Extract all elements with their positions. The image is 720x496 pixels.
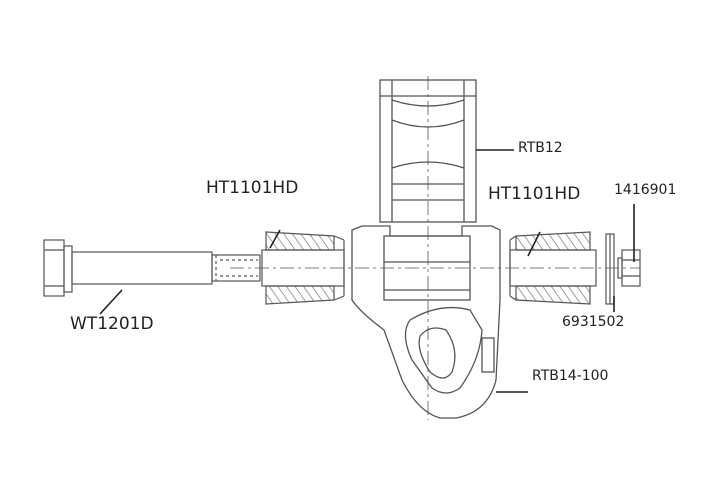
label-rtb12: RTB12 bbox=[518, 140, 563, 156]
washer-6931502 bbox=[605, 233, 615, 305]
bolt-wt1201d bbox=[43, 239, 640, 297]
bushing-left-ht1101hd bbox=[261, 231, 345, 305]
label-ht1101hd-left: HT1101HD bbox=[206, 178, 299, 198]
label-1416901: 1416901 bbox=[614, 182, 677, 198]
leader-ht-right bbox=[527, 231, 541, 257]
leader-lines bbox=[99, 149, 635, 393]
hanger-rtb14-100 bbox=[351, 225, 501, 419]
label-rtb14-100: RTB14-100 bbox=[532, 368, 609, 384]
nut-1416901 bbox=[617, 249, 641, 287]
label-wt1201d: WT1201D bbox=[70, 314, 154, 334]
label-6931502: 6931502 bbox=[562, 314, 625, 330]
label-ht1101hd-right: HT1101HD bbox=[488, 184, 581, 204]
leader-ht-left bbox=[269, 229, 281, 249]
cap-rtb12 bbox=[379, 76, 477, 420]
leader-wt1201d bbox=[99, 289, 123, 315]
bushing-right-ht1101hd bbox=[509, 231, 597, 305]
